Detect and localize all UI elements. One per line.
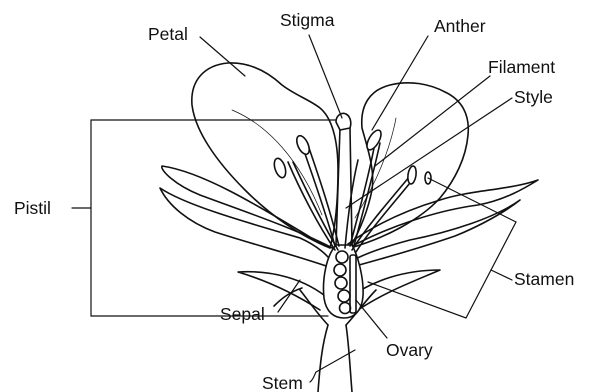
stamen-leader	[491, 270, 512, 280]
petal-right-lower	[348, 200, 520, 268]
stigma-leader	[309, 35, 342, 118]
ovary-label: Ovary	[386, 340, 433, 360]
stigma-label: Stigma	[280, 10, 335, 30]
stem-leader	[310, 350, 355, 382]
anther-3	[364, 128, 384, 152]
filament-label: Filament	[488, 57, 555, 77]
filament-leader	[375, 76, 490, 166]
stamen-label: Stamen	[514, 269, 574, 289]
pistil-style	[336, 128, 352, 245]
pistil-label: Pistil	[14, 198, 51, 218]
stigma	[336, 113, 351, 130]
style-leader	[346, 98, 512, 208]
anther-2	[294, 134, 312, 156]
ovary	[324, 245, 364, 318]
anther-4	[407, 166, 417, 185]
petal-label: Petal	[148, 24, 188, 44]
style-label: Style	[514, 87, 553, 107]
stem-label: Stem	[262, 373, 303, 392]
anther-label: Anther	[434, 16, 486, 36]
sepal-label: Sepal	[220, 304, 265, 324]
anther-1	[272, 157, 288, 179]
ovary-leader	[356, 300, 387, 338]
